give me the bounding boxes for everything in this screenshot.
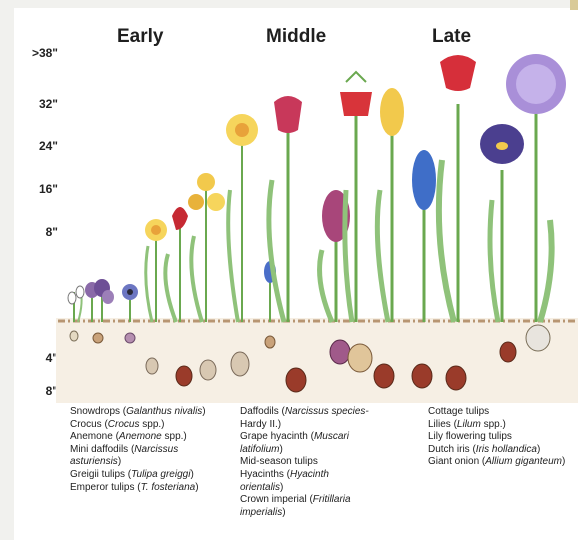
tick-label-below-2: 8" [20, 384, 58, 398]
plant-list-line: Grape hyacinth (Muscari [240, 431, 369, 444]
plant-list-line: Crown imperial (Fritillaria [240, 494, 369, 507]
tick-label-above-3: 24" [20, 139, 58, 153]
plant-list-line: Mid-season tulips [240, 456, 369, 469]
plant-list-line: Crocus (Crocus spp.) [70, 419, 206, 432]
plant-list-line: Lilies (Lilum spp.) [428, 419, 565, 432]
plant-list-line: Giant onion (Allium giganteum) [428, 456, 565, 469]
plant-list-line: latifolium) [240, 444, 369, 457]
plant-list-line: Hyacinths (Hyacinth [240, 469, 369, 482]
tick-label-above-5: 8" [20, 225, 58, 239]
plant-list-line: Cottage tulips [428, 406, 565, 419]
tick-label-above-2: 32" [20, 97, 58, 111]
plant-list-line: Anemone (Anemone spp.) [70, 431, 206, 444]
plant-list-line: Snowdrops (Galanthus nivalis) [70, 406, 206, 419]
plant-list-line: Mini daffodils (Narcissus [70, 444, 206, 457]
plant-list-line: Emperor tulips (T. fosteriana) [70, 482, 206, 495]
plant-list-line: imperialis) [240, 507, 369, 520]
bulb-planting-illustration [56, 40, 578, 405]
tick-label-above-4: 16" [20, 182, 58, 196]
tick-label-above-1: >38" [20, 46, 58, 60]
tick-label-below-1: 4" [20, 351, 58, 365]
middle-plant-list: Daffodils (Narcissus species-Hardy II.)G… [240, 406, 369, 519]
plant-list-line: Lily flowering tulips [428, 431, 565, 444]
giant-onion-plant [506, 54, 566, 351]
plant-list-line: Daffodils (Narcissus species- [240, 406, 369, 419]
soil-band [56, 318, 578, 403]
plant-list-line: orientalis) [240, 482, 369, 495]
plant-list-line: Dutch iris (Iris hollandica) [428, 444, 565, 457]
corner-accent [570, 0, 578, 10]
early-plant-list: Snowdrops (Galanthus nivalis)Crocus (Cro… [70, 406, 206, 494]
plant-list-line: asturiensis) [70, 456, 206, 469]
plant-list-line: Greigii tulips (Tulipa greiggi) [70, 469, 206, 482]
plant-list-line: Hardy II.) [240, 419, 369, 432]
